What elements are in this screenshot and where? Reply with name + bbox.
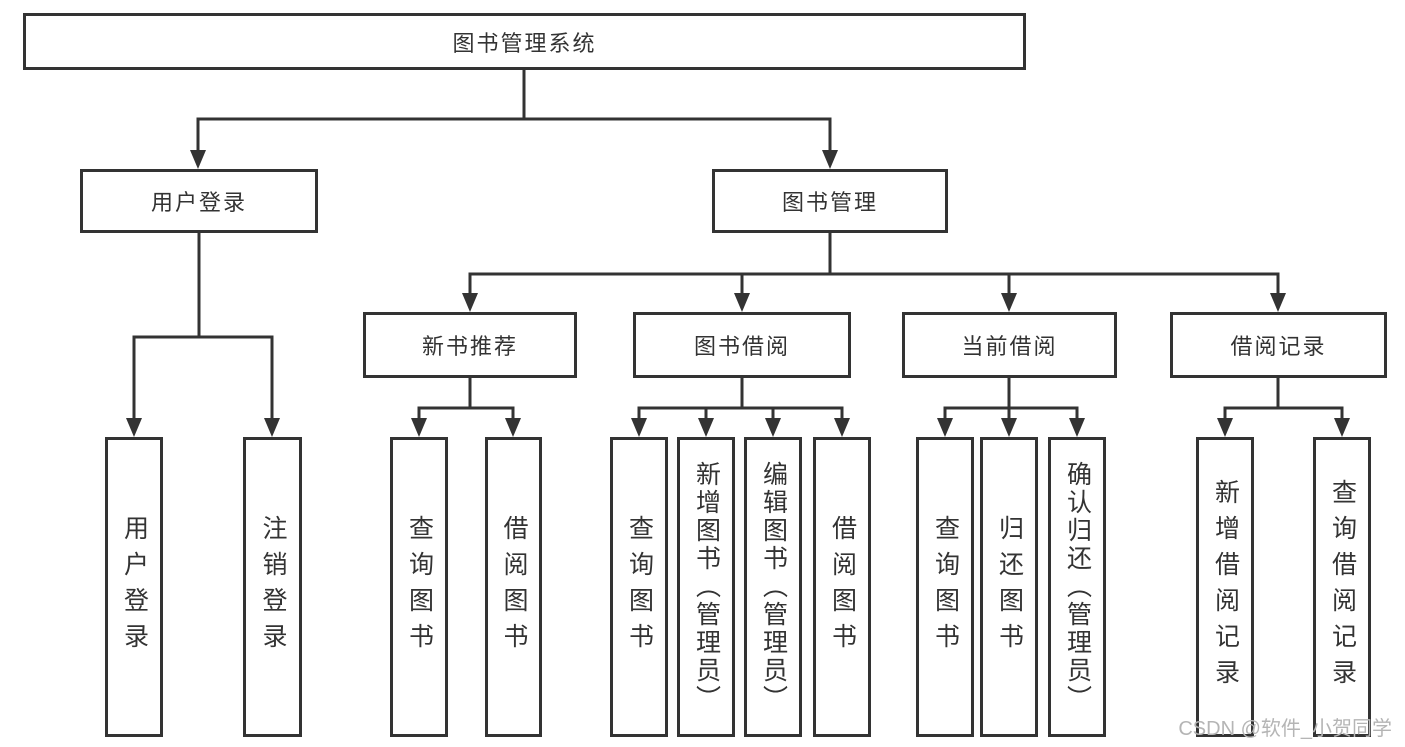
node-current-borrow: 当前借阅: [902, 312, 1117, 378]
connector-records-to-leaves: [1217, 378, 1350, 437]
leaf-query-books-current: 查询图书: [916, 437, 974, 737]
node-user-login: 用户登录: [80, 169, 318, 233]
node-new-books: 新书推荐: [363, 312, 577, 378]
node-borrowing: 图书借阅: [633, 312, 851, 378]
arrowhead: [834, 418, 850, 437]
connector-book-mgmt-to-level2: [462, 233, 1286, 312]
leaf-add-books-admin: 新增图书（管理员）: [677, 437, 735, 737]
arrowhead: [190, 150, 206, 169]
arrowhead: [1217, 418, 1233, 437]
leaf-edit-books-admin: 编辑图书（管理员）: [744, 437, 802, 737]
arrowhead: [1001, 418, 1017, 437]
arrowhead: [631, 418, 647, 437]
csdn-watermark: CSDN @软件_小贺同学: [1178, 718, 1392, 740]
leaf-confirm-return-admin: 确认归还（管理员）: [1048, 437, 1106, 737]
arrowhead: [1334, 418, 1350, 437]
node-book-mgmt: 图书管理: [712, 169, 948, 233]
leaf-query-borrow-record: 查询借阅记录: [1313, 437, 1371, 737]
connector-root-to-level1: [190, 69, 838, 169]
arrowhead: [126, 418, 142, 437]
node-root: 图书管理系统: [23, 13, 1026, 70]
leaf-add-borrow-record: 新增借阅记录: [1196, 437, 1254, 737]
arrowhead: [1001, 293, 1017, 312]
leaf-query-books-borrowing: 查询图书: [610, 437, 668, 737]
connector-borrowing-to-leaves: [631, 378, 850, 437]
node-borrow-records: 借阅记录: [1170, 312, 1387, 378]
leaf-return-books: 归还图书: [980, 437, 1038, 737]
leaf-logout: 注销登录: [243, 437, 302, 737]
arrowhead: [411, 418, 427, 437]
connector-current-to-leaves: [937, 378, 1085, 437]
connector-new-books-to-leaves: [411, 378, 521, 437]
leaf-user-login: 用户登录: [105, 437, 163, 737]
arrowhead: [1270, 293, 1286, 312]
arrowhead: [462, 293, 478, 312]
arrowhead: [1069, 418, 1085, 437]
connector-user-login-to-leaves: [126, 233, 280, 437]
leaf-query-books-recommend: 查询图书: [390, 437, 448, 737]
arrowhead: [264, 418, 280, 437]
leaf-borrow-books: 借阅图书: [813, 437, 871, 737]
leaf-borrow-books-recommend: 借阅图书: [485, 437, 542, 737]
arrowhead: [937, 418, 953, 437]
arrowhead: [505, 418, 521, 437]
arrowhead: [734, 293, 750, 312]
arrowhead: [698, 418, 714, 437]
arrowhead: [765, 418, 781, 437]
arrowhead: [822, 150, 838, 169]
